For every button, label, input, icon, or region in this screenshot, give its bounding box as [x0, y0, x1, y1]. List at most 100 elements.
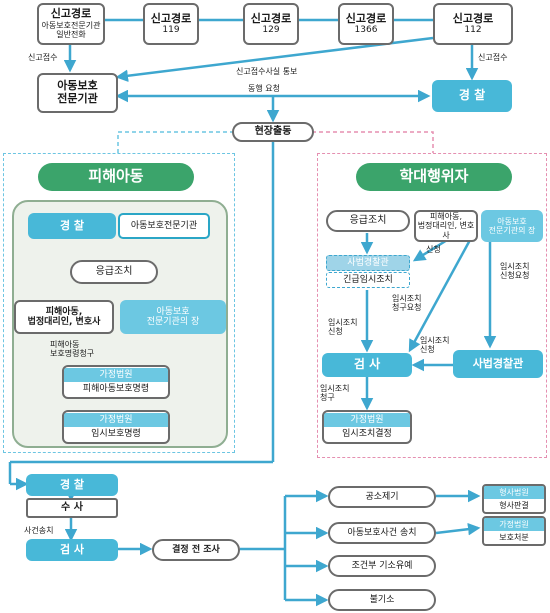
family-court-label: 가정법원: [64, 412, 168, 427]
report-route-112: 신고경로 112: [433, 3, 513, 45]
right-victim-line1: 피해아동,: [430, 212, 462, 222]
report-route-title: 신고경로: [345, 11, 387, 25]
investigation: 수 사: [26, 498, 118, 518]
right-victim-legal: 피해아동, 법정대리인, 변호사: [414, 210, 478, 242]
left-victim-legal: 피해아동, 법정대리인, 변호사: [14, 300, 114, 334]
criminal-trial-label: 형사판결: [499, 501, 529, 510]
label-victim-order: 피해아동 보호명령청구: [50, 340, 94, 358]
label-temp-apply-left: 임시조치 신청: [328, 318, 357, 336]
left-emergency: 응급조치: [70, 260, 158, 284]
label-report-received-right: 신고접수: [478, 53, 508, 62]
left-agency-head: 아동보호 전문기관의 장: [120, 300, 226, 334]
bottom-police-label: 경 찰: [59, 477, 85, 491]
protection-disposal-label: 보호처분: [499, 533, 529, 542]
right-prosecutor: 검 사: [322, 353, 412, 377]
right-judicial-police-label: 사법경찰관: [472, 356, 524, 370]
dispatch-label: 현장출동: [254, 126, 292, 138]
victim-header-label: 피해아동: [88, 167, 144, 186]
report-route-119: 신고경로 119: [143, 3, 199, 45]
outcome-conditional-suspension: 조건부 기소유예: [328, 555, 436, 577]
right-prosecutor-label: 검 사: [353, 357, 381, 372]
report-route-number: 119: [162, 25, 180, 36]
left-court-order2: 가정법원 임시보호명령: [62, 410, 170, 444]
left-victim-line1: 피해아동,: [45, 306, 83, 317]
right-agency-line1: 아동보호: [497, 216, 527, 226]
bottom-police: 경 찰: [26, 474, 118, 496]
victim-panel: [3, 153, 235, 453]
outcome-label: 조건부 기소유예: [351, 560, 413, 571]
victim-header: 피해아동: [38, 163, 194, 191]
left-agency: 아동보호전문기관: [118, 213, 210, 239]
label-temp-apply-right: 임시조치 신청: [420, 336, 449, 354]
label-claim-line2: 청구: [320, 393, 335, 403]
report-route-sub: 일반전화: [56, 30, 86, 40]
left-victim-line2: 법정대리인, 변호사: [27, 317, 101, 327]
family-court-label: 가정법원: [484, 518, 544, 531]
right-judicial-police: 사법경찰관: [453, 350, 543, 378]
outcome-label: 공소제기: [365, 491, 399, 502]
victim-protection-order: 피해아동보호명령: [82, 384, 150, 394]
investigation-label: 수 사: [61, 502, 83, 514]
label-apply: 신청: [426, 245, 441, 254]
police-label: 경 찰: [458, 88, 486, 103]
temp-measure-decision: 임시조치결정: [342, 429, 392, 439]
report-route-129: 신고경로 129: [243, 3, 299, 45]
agency-line2: 전문기관: [57, 92, 98, 105]
right-victim-line2: 법정대리인, 변호사: [417, 221, 475, 240]
left-head-line2: 전문기관의 장: [146, 317, 200, 327]
left-court-order1: 가정법원 피해아동보호명령: [62, 365, 170, 399]
right-emergency: 응급조치: [326, 210, 410, 232]
right-agency-line2: 전문기관의 장: [488, 226, 536, 235]
report-route-title: 신고경로: [452, 11, 494, 25]
outcome-no-prosecution: 불기소: [328, 589, 436, 611]
family-court-label: 가정법원: [64, 367, 168, 382]
label-temp-apply-line2: 신청: [328, 327, 343, 337]
child-protection-agency: 아동보호 전문기관: [37, 73, 118, 113]
label-victim-order-line1: 피해아동: [50, 340, 80, 349]
label-temp-claim: 임시조치 청구: [320, 384, 349, 402]
label-temp-request-line2: 신청요청: [500, 271, 530, 281]
bottom-prosecutor-label: 검 사: [59, 542, 85, 556]
emergency-temp-label: 긴급임시조치: [343, 274, 393, 285]
abuser-panel: [317, 153, 547, 458]
right-judicial-police-dashed: 사법경찰관: [326, 255, 410, 271]
criminal-court-label: 형사법원: [484, 486, 544, 499]
abuser-header-label: 학대행위자: [399, 167, 469, 186]
outcome-indictment: 공소제기: [328, 486, 436, 508]
pre-decision-investigation: 결정 전 조사: [152, 539, 240, 561]
family-court-label: 가정법원: [324, 412, 410, 427]
label-notify: 신고접수사실 통보: [236, 67, 298, 76]
label-temp-apply-line4: 신청: [420, 345, 435, 355]
left-police-label: 경 찰: [59, 218, 85, 232]
label-victim-order-line2: 보호명령청구: [50, 349, 95, 359]
abuser-header: 학대행위자: [356, 163, 512, 191]
report-route-number: 129: [262, 25, 280, 36]
right-emergency-temp: 긴급임시조치: [326, 272, 410, 288]
label-temp-apply-line1: 임시조치: [328, 318, 358, 327]
right-emergency-label: 응급조치: [349, 215, 387, 227]
outcome-child-protection-case: 아동보호사건 송치: [328, 522, 436, 544]
left-police: 경 찰: [28, 213, 116, 239]
label-temp-claim-request: 임시조치 청구요청: [392, 294, 421, 312]
outcome-label: 불기소: [369, 594, 395, 605]
label-temp-claim-line1: 임시조치: [392, 294, 422, 303]
label-claim-line1: 임시조치: [320, 384, 350, 393]
label-temp-request: 임시조치 신청요청: [500, 262, 529, 280]
label-together-request: 동행 요청: [248, 84, 280, 93]
dispatch: 현장출동: [232, 122, 314, 142]
outcome-label: 아동보호사건 송치: [347, 527, 417, 538]
left-agency-label: 아동보호전문기관: [130, 220, 198, 231]
label-case-transfer: 사건송치: [24, 526, 54, 535]
judicial-police-dash-label: 사법경찰관: [347, 257, 389, 268]
report-route-number: 1366: [354, 25, 378, 36]
report-route-title: 신고경로: [150, 11, 192, 25]
label-report-received-left: 신고접수: [28, 53, 58, 62]
left-emergency-label: 응급조치: [95, 266, 133, 278]
right-court-decision: 가정법원 임시조치결정: [322, 410, 412, 444]
left-head-line1: 아동보호: [156, 306, 190, 317]
label-temp-claim-line2: 청구요청: [392, 303, 422, 313]
report-route-agency-phone: 신고경로 아동보호전문기관 일반전화: [37, 3, 105, 45]
report-route-sub: 아동보호전문기관: [41, 21, 101, 31]
criminal-court-result: 형사법원 형사판결: [482, 484, 546, 514]
agency-line1: 아동보호: [57, 79, 98, 93]
